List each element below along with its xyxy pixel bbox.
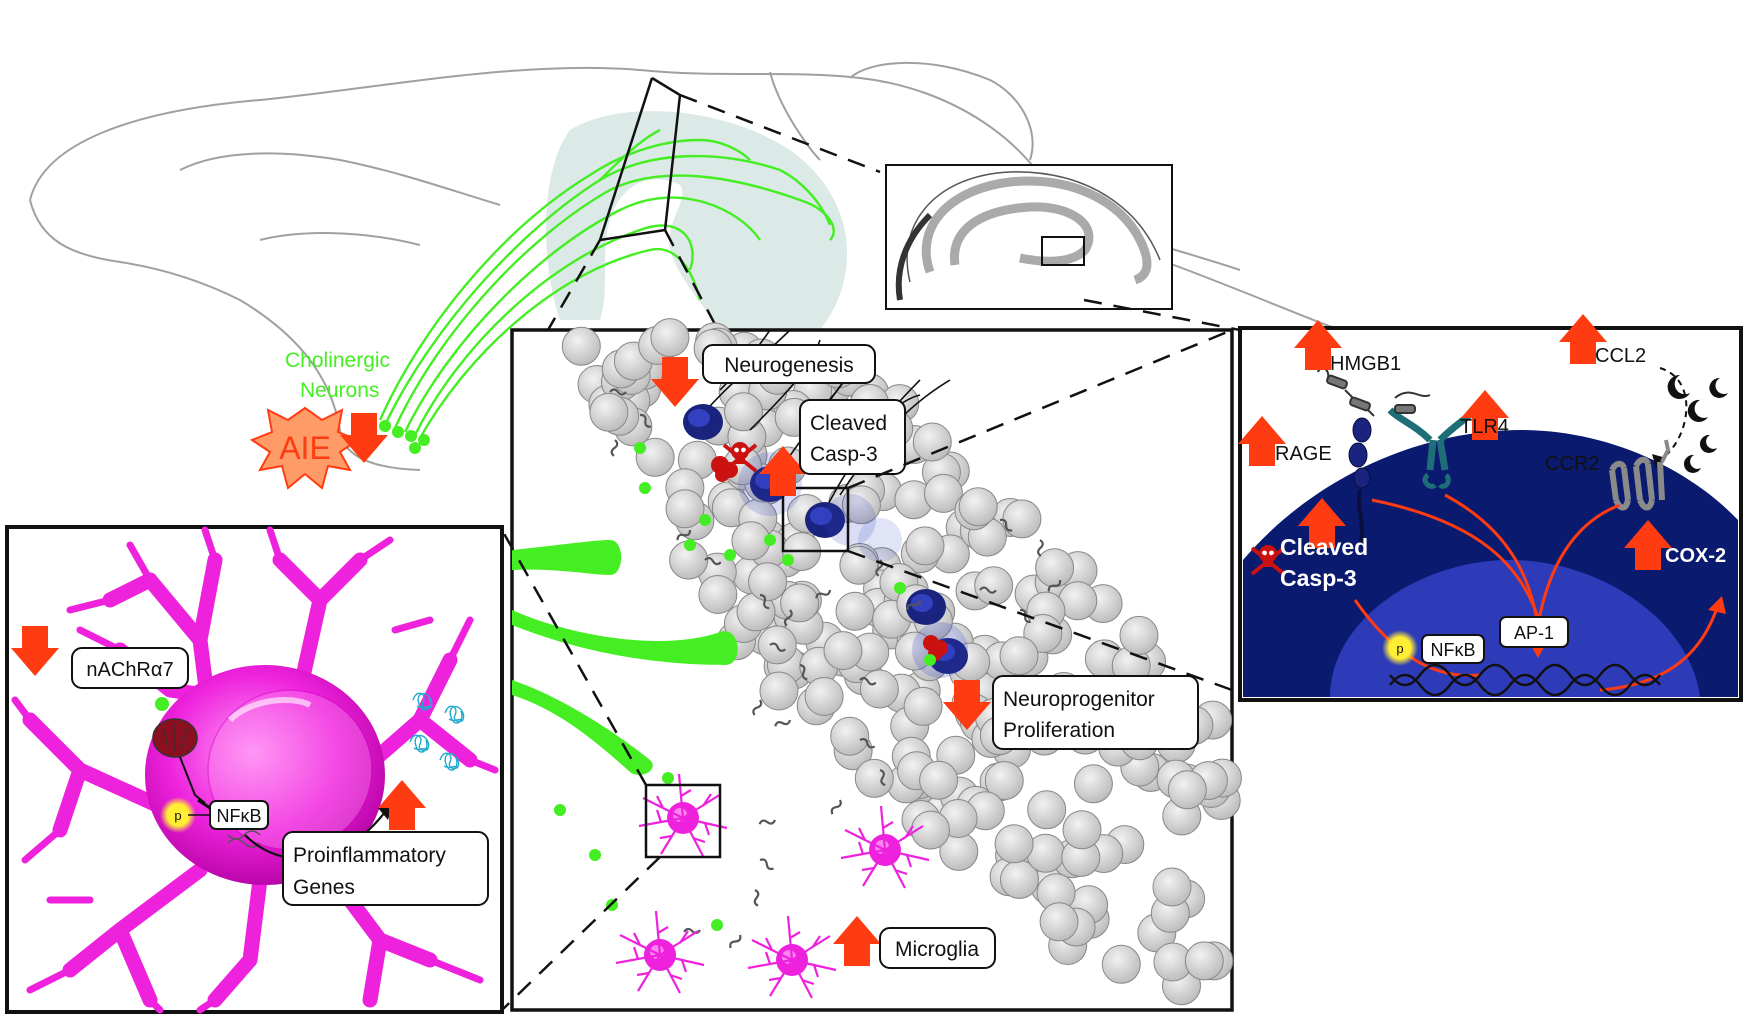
cox2-arrowhead: [1708, 596, 1726, 614]
rage-receptor: [1348, 417, 1372, 546]
svg-text:Neurogenesis: Neurogenesis: [724, 354, 854, 377]
ap1-label: AP-1: [1499, 616, 1569, 648]
rage-label: RAGE: [1275, 443, 1332, 465]
tlr4-ligand: [1394, 391, 1431, 414]
svg-text:Proliferation: Proliferation: [1003, 719, 1115, 742]
svg-text:Genes: Genes: [293, 876, 355, 899]
tlr4-receptor: [1387, 407, 1478, 489]
svg-text:Proinflammatory: Proinflammatory: [293, 844, 446, 867]
nfkb-label-left: NFκB: [209, 800, 269, 830]
svg-text:Microglia: Microglia: [895, 938, 979, 961]
right-casp3-label-2: Casp-3: [1280, 565, 1357, 591]
svg-text:nAChRα7: nAChRα7: [86, 659, 173, 681]
cholinergic-projections: [378, 128, 835, 439]
zoom-lines-top: [546, 76, 881, 331]
svg-text:Neuroprogenitor: Neuroprogenitor: [1003, 688, 1155, 711]
ccr2-label: CCR2: [1545, 453, 1599, 475]
right-casp3-label: Cleaved: [1280, 534, 1368, 560]
cholinergic-label-2: Neurons: [300, 379, 379, 402]
tlr4-label: TLR4: [1460, 416, 1509, 438]
nachr-receptor: [152, 718, 211, 810]
right-phospho-marker: p: [1382, 630, 1418, 666]
zoom-lines-mid: [1083, 298, 1241, 332]
svg-text:AIE: AIE: [279, 430, 331, 466]
svg-text:NFκB: NFκB: [217, 806, 262, 826]
svg-text:p: p: [1396, 641, 1403, 656]
svg-text:Casp-3: Casp-3: [810, 443, 878, 466]
phospho-marker: p: [160, 797, 210, 833]
proinflammatory-label: Proinflammatory Genes: [282, 831, 489, 906]
hmgb1-ligand: [1317, 367, 1375, 417]
svg-text:AP-1: AP-1: [1514, 623, 1554, 643]
svg-text:Cleaved: Cleaved: [810, 412, 887, 435]
cytokines: [409, 692, 465, 771]
nachr-label: nAChRα7: [71, 647, 189, 689]
acetylcholine-dot: [155, 697, 169, 711]
hippocampus-region: [546, 111, 848, 330]
ccr2-receptor: [1609, 439, 1671, 511]
svg-text:p: p: [174, 808, 181, 823]
hippocampus-inset: [885, 164, 1173, 310]
cholinergic-label: Cholinergic: [285, 349, 390, 372]
hmgb1-label: HMGB1: [1330, 353, 1401, 375]
neuroprogenitor-label: Neuroprogenitor Proliferation: [992, 675, 1199, 750]
dna-helix-right: [1389, 663, 1661, 697]
microglia-label: Microglia: [879, 927, 996, 969]
right-nfkb-label: NFκB: [1421, 634, 1485, 664]
svg-text:NFκB: NFκB: [1431, 640, 1476, 660]
dna-helix-left: [227, 830, 261, 848]
ccl2-ligands: [1667, 374, 1728, 473]
cox2-label: COX-2: [1665, 545, 1726, 567]
ccl2-label: CCL2: [1595, 345, 1646, 367]
cholinergic-somas: [379, 420, 430, 454]
neurogenesis-label: Neurogenesis: [702, 344, 876, 384]
zoom-lines-side: [500, 328, 1233, 1011]
aie-down-arrow: [340, 413, 388, 463]
microglia-detail-panel: [5, 525, 504, 1014]
cleaved-casp3-label: Cleaved Casp-3: [799, 399, 906, 475]
aie-badge: AIE: [249, 406, 361, 490]
